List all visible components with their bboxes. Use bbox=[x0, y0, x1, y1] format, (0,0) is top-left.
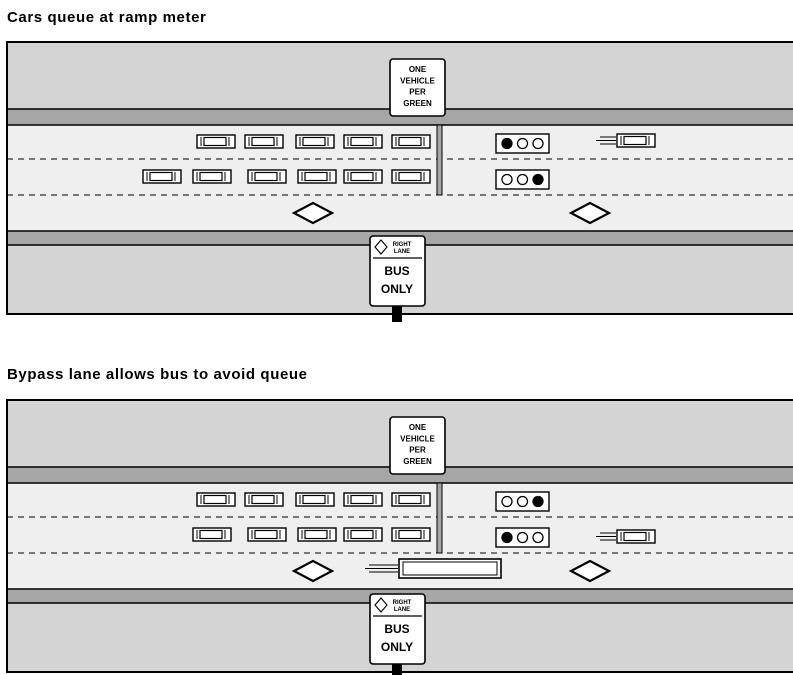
car-icon bbox=[391, 134, 431, 149]
car-icon bbox=[244, 492, 284, 507]
car-icon bbox=[142, 169, 182, 184]
sign-text-small: RIGHT bbox=[393, 600, 412, 606]
diamond-icon bbox=[374, 597, 388, 613]
sign-text-large: ONLY bbox=[381, 282, 413, 296]
car-icon bbox=[297, 527, 337, 542]
sign-text-line: ONE bbox=[409, 423, 427, 432]
car-icon bbox=[192, 527, 232, 542]
car-icon bbox=[295, 134, 335, 149]
car-icon bbox=[247, 169, 287, 184]
sign-post bbox=[392, 664, 402, 675]
sign-text-large: BUS bbox=[384, 622, 409, 636]
motion-lines bbox=[596, 136, 616, 145]
sign-text-small: LANE bbox=[394, 249, 410, 255]
traffic-signal-icon bbox=[495, 527, 550, 548]
panel-1-title: Cars queue at ramp meter bbox=[7, 9, 207, 26]
car-icon bbox=[196, 134, 236, 149]
diamond-lane-marking-icon bbox=[291, 201, 335, 225]
car-icon bbox=[244, 134, 284, 149]
car-icon bbox=[297, 169, 337, 184]
sign-text-line: ONE bbox=[409, 65, 427, 74]
one-vehicle-per-green-sign bbox=[389, 58, 446, 117]
car-icon bbox=[616, 529, 656, 544]
diamond-lane-marking-icon bbox=[568, 201, 612, 225]
car-icon bbox=[192, 169, 232, 184]
car-icon bbox=[196, 492, 236, 507]
sign-text-large: BUS bbox=[384, 264, 409, 278]
stop-bar bbox=[436, 124, 443, 196]
sign-text-line: VEHICLE bbox=[400, 434, 435, 443]
car-icon bbox=[343, 134, 383, 149]
stop-bar bbox=[436, 482, 443, 554]
motion-lines bbox=[365, 564, 398, 573]
car-icon bbox=[391, 169, 431, 184]
sign-text-line: PER bbox=[409, 88, 426, 97]
car-icon bbox=[616, 133, 656, 148]
car-icon bbox=[295, 492, 335, 507]
car-icon bbox=[343, 527, 383, 542]
sign-text-large: ONLY bbox=[381, 640, 413, 654]
diamond-lane-marking-icon bbox=[291, 559, 335, 583]
car-icon bbox=[343, 169, 383, 184]
sign-text-line: VEHICLE bbox=[400, 76, 435, 85]
top-median bbox=[7, 467, 793, 483]
sign-post bbox=[392, 306, 402, 322]
car-icon bbox=[247, 527, 287, 542]
top-median bbox=[7, 109, 793, 125]
car-icon bbox=[391, 492, 431, 507]
sign-text-small: RIGHT bbox=[393, 242, 412, 248]
car-icon bbox=[343, 492, 383, 507]
diamond-lane-marking-icon bbox=[568, 559, 612, 583]
sign-text-small: LANE bbox=[394, 607, 410, 613]
car-icon bbox=[391, 527, 431, 542]
one-vehicle-per-green-sign bbox=[389, 416, 446, 475]
traffic-signal-icon bbox=[495, 169, 550, 190]
motion-lines bbox=[596, 532, 616, 541]
sign-text-line: PER bbox=[409, 446, 426, 455]
sign-text-line: GREEN bbox=[403, 99, 432, 108]
sign-text-line: GREEN bbox=[403, 457, 432, 466]
panel-2-title: Bypass lane allows bus to avoid queue bbox=[7, 366, 308, 383]
traffic-signal-icon bbox=[495, 133, 550, 154]
bus-icon bbox=[398, 558, 502, 579]
traffic-signal-icon bbox=[495, 491, 550, 512]
diamond-icon bbox=[374, 239, 388, 255]
